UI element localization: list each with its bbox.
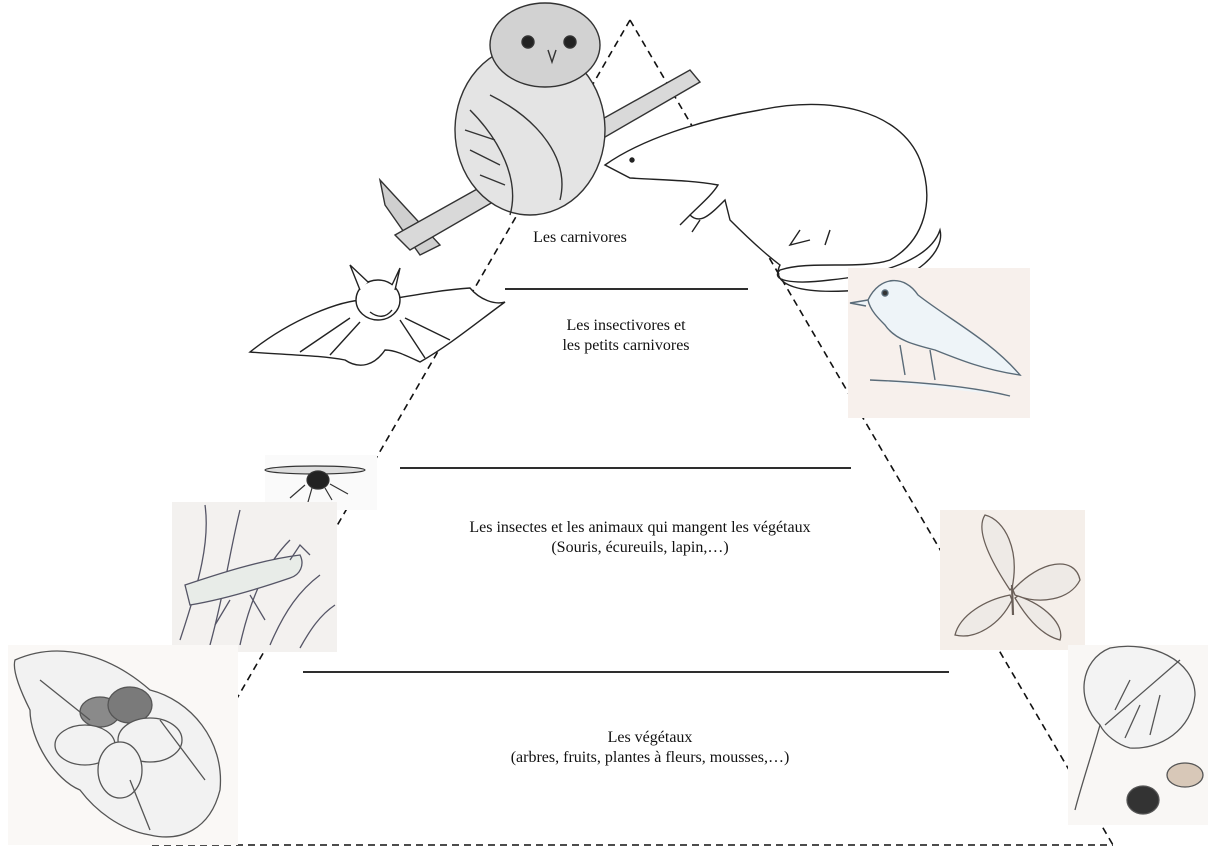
label-vegetaux: Les végétaux (arbres, fruits, plantes à …	[420, 728, 880, 768]
label-carnivores: Les carnivores	[500, 228, 660, 248]
owl-icon	[380, 3, 700, 255]
insectivores-line-2: les petits carnivores	[506, 336, 746, 356]
label-herbivores: Les insectes et les animaux qui mangent …	[390, 518, 890, 558]
vegetaux-line-2: (arbres, fruits, plantes à fleurs, mouss…	[420, 748, 880, 768]
grasshopper-icon	[172, 502, 337, 652]
beech-leaf-icon	[1068, 645, 1208, 825]
fly-icon	[265, 455, 377, 510]
carnivores-line-1: Les carnivores	[500, 228, 660, 248]
herbivores-line-1: Les insectes et les animaux qui mangent …	[390, 518, 890, 538]
butterfly-icon	[940, 510, 1085, 650]
oak-leaf-acorn-icon	[8, 645, 238, 845]
label-insectivores: Les insectivores et les petits carnivore…	[506, 316, 746, 356]
bird-icon	[848, 268, 1030, 418]
insectivores-line-1: Les insectivores et	[506, 316, 746, 336]
vegetaux-line-1: Les végétaux	[420, 728, 880, 748]
pyramid-outline	[152, 20, 1113, 845]
bat-icon	[250, 265, 505, 365]
herbivores-line-2: (Souris, écureuils, lapin,…)	[390, 538, 890, 558]
